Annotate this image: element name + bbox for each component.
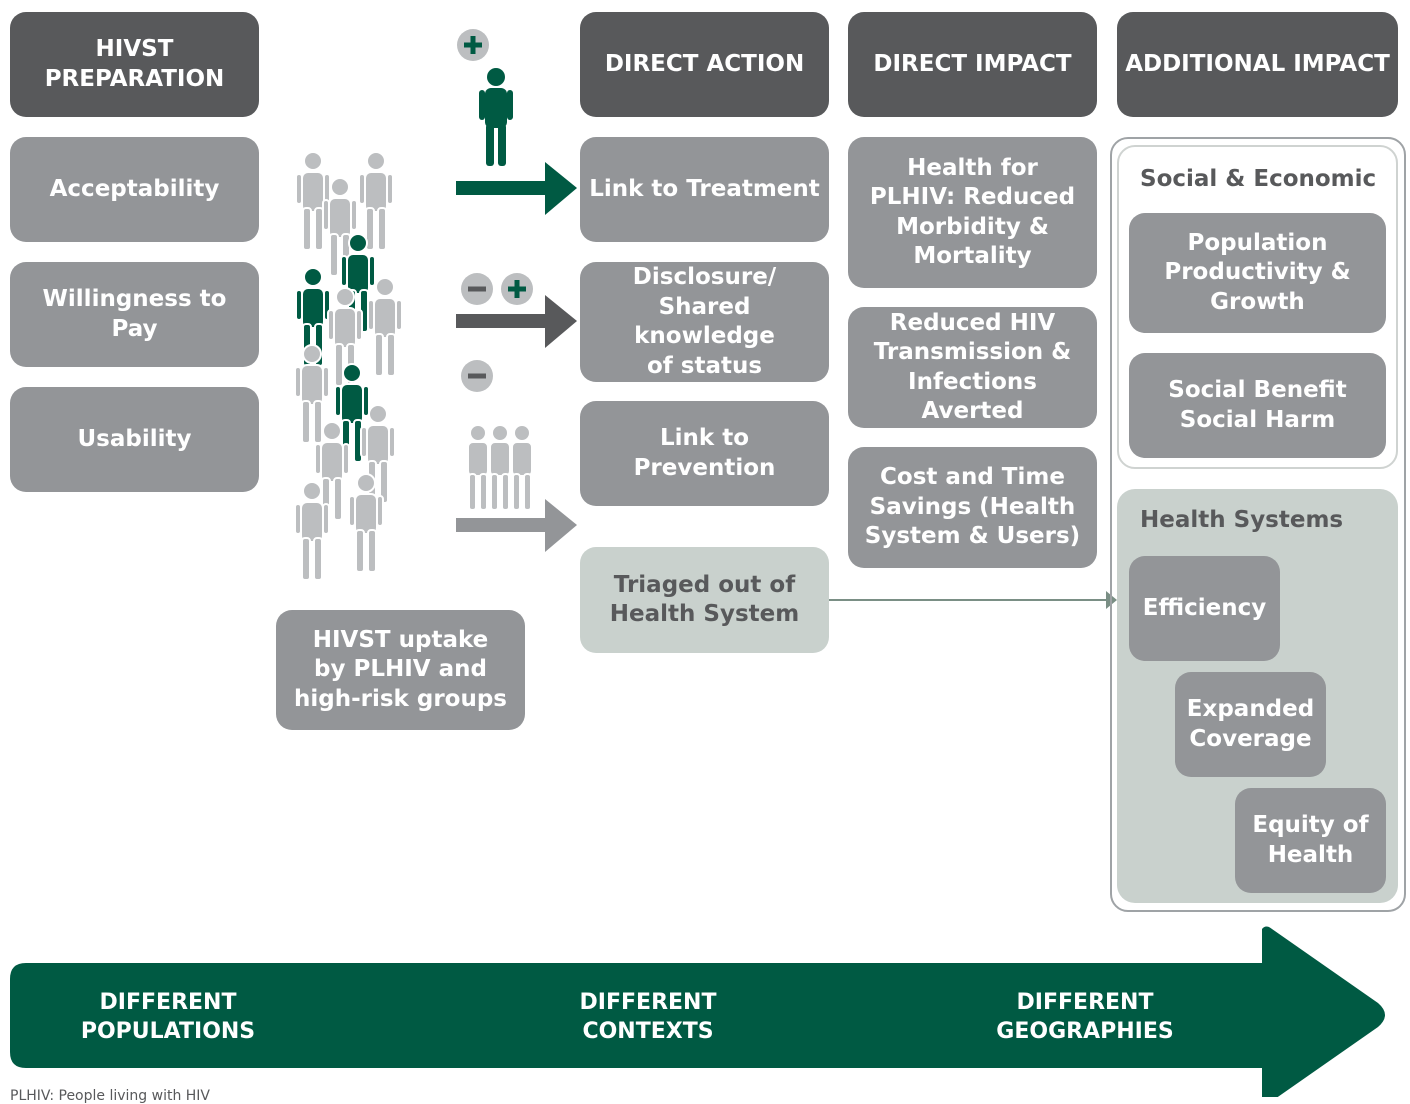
social-benefit-harm: Social Benefit Social Harm [1129, 353, 1386, 458]
plus-icon [457, 29, 489, 61]
connector-line [829, 591, 1117, 609]
action-triaged-out: Triaged out of Health System [580, 547, 829, 653]
footer-geographies: DIFFERENT GEOGRAPHIES [996, 990, 1174, 1044]
crowd-icon [294, 151, 403, 581]
prep-usability: Usability [10, 387, 259, 492]
health-expanded-coverage: Expanded Coverage [1175, 672, 1326, 777]
social-productivity: Population Productivity & Growth [1129, 213, 1386, 333]
footer-populations: DIFFERENT POPULATIONS [80, 990, 256, 1044]
arrow-treatment-icon [456, 162, 577, 215]
arrow-disclosure-icon [456, 295, 577, 348]
header-direct-impact: DIRECT IMPACT [848, 12, 1097, 117]
social-economic-title: Social & Economic [1140, 166, 1377, 192]
group-icon [467, 424, 533, 511]
header-preparation: HIVST PREPARATION [10, 12, 259, 117]
prep-acceptability: Acceptability [10, 137, 259, 242]
impact-cost-time-savings: Cost and Time Savings (Health System & U… [848, 447, 1097, 568]
footnote: PLHIV: People living with HIV [10, 1088, 211, 1104]
action-link-to-prevention: Link to Prevention [580, 401, 829, 506]
uptake-box: HIVST uptake by PLHIV and high-risk grou… [276, 610, 525, 730]
action-link-to-treatment: Link to Treatment [580, 137, 829, 242]
footer-arrow [10, 926, 1385, 1097]
minus-icon [461, 360, 493, 392]
footer-contexts: DIFFERENT CONTEXTS [579, 990, 717, 1044]
prep-willingness-to-pay: Willingness to Pay [10, 262, 259, 367]
health-equity: Equity of Health [1235, 788, 1386, 893]
plus-icon [501, 273, 533, 305]
impact-reduced-transmission: Reduced HIV Transmission & Infections Av… [848, 307, 1097, 428]
health-efficiency: Efficiency [1129, 556, 1280, 661]
health-systems-title: Health Systems [1140, 507, 1344, 533]
additional-impact-frame [1110, 137, 1406, 912]
minus-icon [461, 273, 493, 305]
header-additional-impact: ADDITIONAL IMPACT [1117, 12, 1398, 117]
arrow-prevention-icon [456, 499, 577, 552]
header-direct-action: DIRECT ACTION [580, 12, 829, 117]
action-disclosure: Disclosure/ Shared knowledge of status [580, 262, 829, 382]
impact-health-plhiv: Health for PLHIV: Reduced Morbidity & Mo… [848, 137, 1097, 288]
person-icon [479, 68, 513, 166]
